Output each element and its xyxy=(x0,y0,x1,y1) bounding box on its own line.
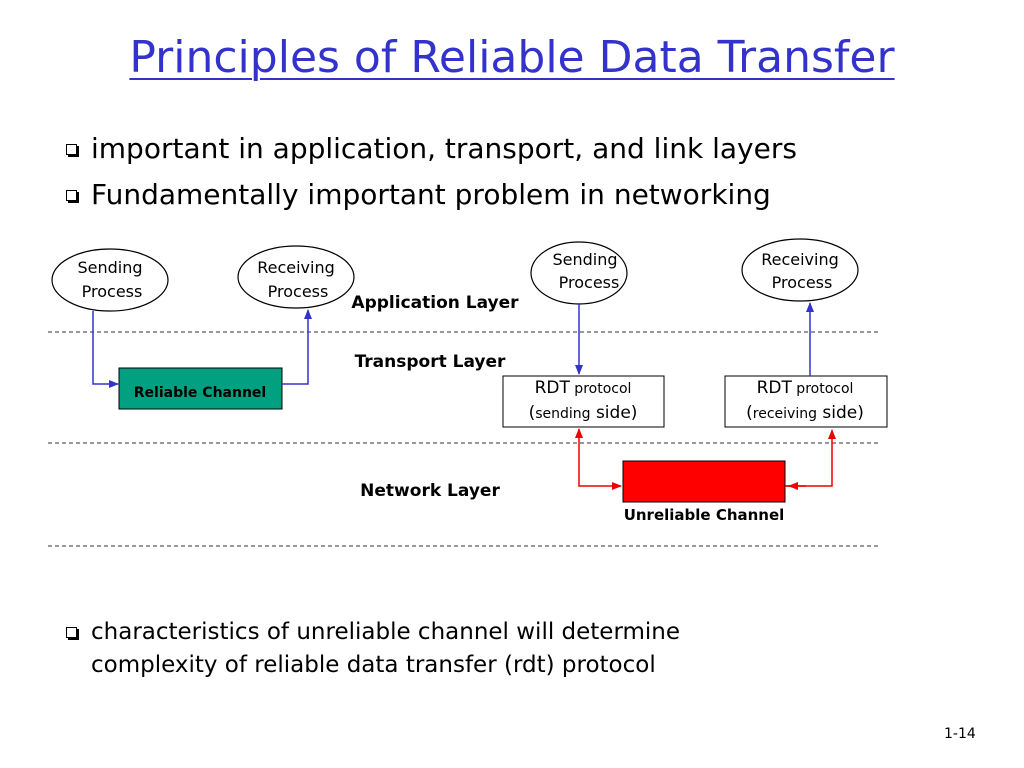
bullet-3: characteristics of unreliable channel wi… xyxy=(66,616,680,682)
square-bullet-icon xyxy=(66,627,77,638)
rdt-receiving-line2: (receiving side) xyxy=(746,403,864,423)
network-layer-label: Network Layer xyxy=(360,481,500,501)
left-sending-process-node xyxy=(51,248,169,312)
right-sending-label-1: Sending xyxy=(552,250,617,269)
bullet-2: Fundamentally important problem in netwo… xyxy=(66,178,771,211)
reliable-channel-box xyxy=(118,367,283,410)
red-arrow-channel-to-receive xyxy=(785,429,836,487)
right-receiving-process-node xyxy=(741,238,859,302)
red-arrow-send-to-channel xyxy=(578,440,622,490)
left-receiving-label-2: Process xyxy=(268,282,329,301)
rdt-receiving-line1: RDT protocol xyxy=(757,378,854,398)
left-sending-label-2: Process xyxy=(82,282,143,301)
bullet-3-line-1: characteristics of unreliable channel wi… xyxy=(91,619,681,645)
bullet-2-text: Fundamentally important problem in netwo… xyxy=(91,178,771,211)
right-sending-label-2: Process xyxy=(559,273,620,292)
right-receiving-label-2: Process xyxy=(772,273,833,292)
bullet-1: important in application, transport, and… xyxy=(66,132,797,165)
application-layer-label: Application Layer xyxy=(351,293,519,313)
rdt-receiving-side-box xyxy=(724,375,888,428)
reliable-channel-label: Reliable Channel xyxy=(134,385,266,401)
square-bullet-icon xyxy=(66,144,77,155)
bullet-3-text: characteristics of unreliable channel wi… xyxy=(91,616,680,682)
left-sending-label-1: Sending xyxy=(77,258,142,277)
left-receive-arrow xyxy=(282,309,312,385)
unreliable-channel-label: Unreliable Channel xyxy=(624,506,785,524)
slide-number: 1-14 xyxy=(944,726,976,742)
right-receiving-label-1: Receiving xyxy=(761,250,839,269)
unreliable-channel-box xyxy=(622,460,786,503)
rdt-sending-line2: (sending side) xyxy=(529,403,638,423)
left-receiving-label-1: Receiving xyxy=(257,258,335,277)
rdt-sending-side-box xyxy=(502,375,665,428)
bullet-1-text: important in application, transport, and… xyxy=(91,132,797,165)
left-send-arrow xyxy=(92,311,119,388)
slide-title: Principles of Reliable Data Transfer xyxy=(129,32,895,83)
left-receiving-process-node xyxy=(237,245,355,309)
rdt-sending-line1: RDT protocol xyxy=(535,378,632,398)
square-bullet-icon xyxy=(66,190,77,201)
transport-layer-label: Transport Layer xyxy=(355,352,506,372)
bullet-3-line-2: complexity of reliable data transfer (rd… xyxy=(91,652,656,678)
